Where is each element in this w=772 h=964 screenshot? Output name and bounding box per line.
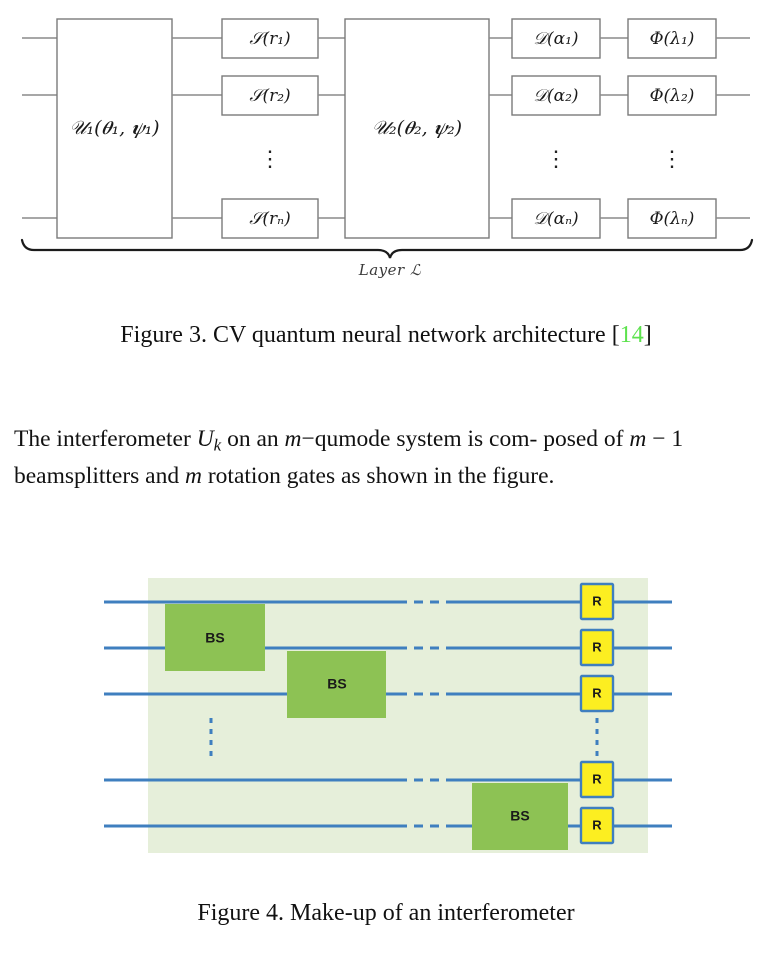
beamsplitter-1-label: BS bbox=[205, 630, 224, 646]
figure-3-caption: Figure 3. CV quantum neural network arch… bbox=[0, 322, 772, 349]
gate-nonlinear-1-label: Φ(λ₁) bbox=[650, 29, 695, 49]
nonlinear-column-ellipsis: ⋮ bbox=[661, 147, 683, 172]
beamsplitter-2-box bbox=[287, 651, 386, 718]
para-seg-7: in the figure. bbox=[433, 462, 555, 489]
gate-u2-label: 𝒰₂(𝜽₂, 𝝍₂) bbox=[372, 117, 462, 139]
gate-nonlinear-1-box bbox=[627, 18, 717, 59]
gate-nonlinear-n-label: Φ(λₙ) bbox=[650, 209, 695, 229]
gate-u1-box bbox=[56, 18, 173, 239]
para-seg-3: −qumode system is com- bbox=[301, 426, 538, 452]
rotation-gate-1-label: R bbox=[592, 593, 602, 608]
para-symbol-m-3: m bbox=[184, 462, 202, 489]
rotation-gate-2-box bbox=[579, 628, 615, 667]
beamsplitter-1-box bbox=[165, 604, 265, 671]
body-paragraph: The interferometer Uk on an m−qumode sys… bbox=[14, 424, 762, 492]
beamsplitter-3-box bbox=[472, 783, 568, 850]
gate-displacement-n-label: 𝒟(αₙ) bbox=[533, 209, 578, 229]
para-seg-5: − 1 beamsplitters and bbox=[14, 426, 684, 489]
interferometer-diagram: BS BS BS R R R R R bbox=[104, 578, 672, 853]
gate-squeeze-n-box bbox=[221, 198, 319, 239]
gate-displacement-2-label: 𝒟(α₂) bbox=[533, 86, 578, 106]
figure-4-caption: Figure 4. Make-up of an interferometer bbox=[0, 900, 772, 927]
para-symbol-U: U bbox=[196, 426, 214, 452]
para-symbol-m-1: m bbox=[284, 426, 302, 452]
figure-4-caption-text: Figure 4. Make-up of an interferometer bbox=[197, 900, 575, 926]
beamsplitter-2-label: BS bbox=[327, 676, 346, 692]
figure-3-container: 𝒰₁(𝜽₁, 𝝍₁) 𝒮(r₁) 𝒮(r₂) ⋮ 𝒮(rₙ) 𝒰₂(𝜽₂, 𝝍₂… bbox=[0, 0, 772, 300]
layer-underbrace bbox=[20, 238, 754, 259]
citation-link-14[interactable]: 14 bbox=[619, 322, 644, 348]
gate-squeeze-1-label: 𝒮(r₁) bbox=[249, 29, 290, 49]
para-seg-4: posed of bbox=[543, 426, 630, 452]
figure-3-caption-suffix: ] bbox=[643, 322, 652, 348]
rotation-gate-1-box bbox=[579, 582, 615, 621]
gate-nonlinear-n-box bbox=[627, 198, 717, 239]
gate-u1-label: 𝒰₁(𝜽₁, 𝝍₁) bbox=[69, 117, 159, 139]
rotation-gate-5-box bbox=[579, 806, 615, 845]
para-seg-1: The interferometer bbox=[14, 426, 197, 452]
rotation-gate-4-label: R bbox=[592, 771, 602, 786]
figure-3-caption-text: Figure 3. CV quantum neural network arch… bbox=[120, 322, 620, 348]
para-seg-2: on an bbox=[221, 426, 285, 452]
rotation-gate-3-box bbox=[579, 674, 615, 713]
gate-nonlinear-2-label: Φ(λ₂) bbox=[650, 86, 695, 106]
gate-u2-box bbox=[344, 18, 490, 239]
rotation-gate-2-label: R bbox=[592, 639, 602, 654]
gate-displacement-1-box bbox=[511, 18, 601, 59]
layer-brace-label: Layer ℒ bbox=[358, 261, 422, 279]
displacement-column-ellipsis: ⋮ bbox=[545, 147, 567, 172]
figure-4-container: BS BS BS R R R R R bbox=[0, 560, 772, 870]
gate-squeeze-2-label: 𝒮(r₂) bbox=[249, 86, 290, 106]
gate-displacement-1-label: 𝒟(α₁) bbox=[533, 29, 578, 49]
cv-qnn-circuit-diagram: 𝒰₁(𝜽₁, 𝝍₁) 𝒮(r₁) 𝒮(r₂) ⋮ 𝒮(rₙ) 𝒰₂(𝜽₂, 𝝍₂… bbox=[20, 18, 754, 279]
gate-squeeze-n-label: 𝒮(rₙ) bbox=[249, 209, 290, 229]
rotation-gate-5-label: R bbox=[592, 817, 602, 832]
para-symbol-m-2: m bbox=[629, 426, 647, 452]
beamsplitter-3-label: BS bbox=[510, 808, 529, 824]
rotation-gate-3-label: R bbox=[592, 685, 602, 700]
squeeze-column-ellipsis: ⋮ bbox=[259, 147, 281, 172]
para-seg-6: rotation gates as shown bbox=[201, 462, 428, 489]
rotation-gate-4-box bbox=[579, 760, 615, 799]
para-symbol-U-subscript: k bbox=[213, 435, 222, 455]
gate-displacement-2-box bbox=[511, 75, 601, 116]
